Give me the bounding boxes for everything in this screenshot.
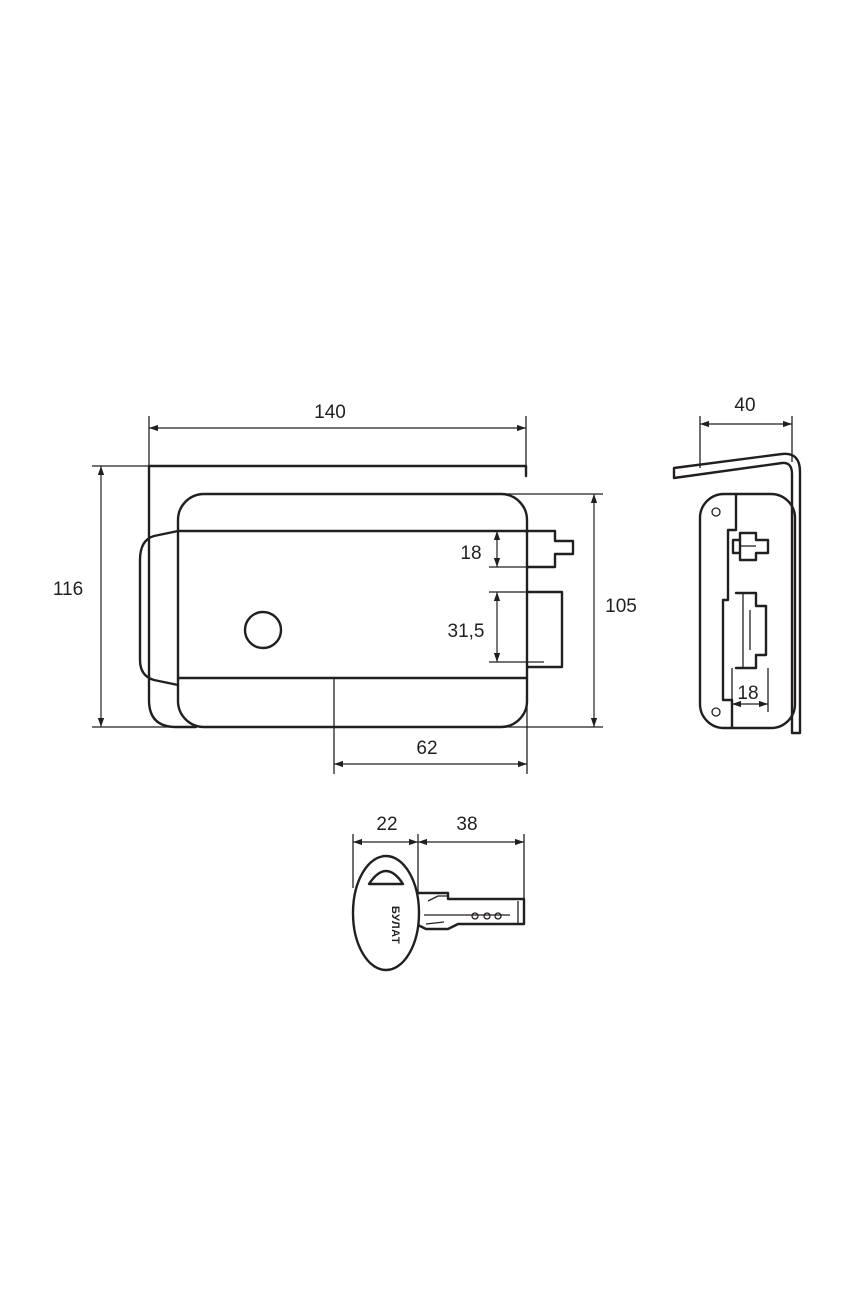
dim-body-height-label: 105 [605,596,637,617]
side-lower-latch [734,591,768,670]
key: БУЛАТ [351,854,526,972]
mount-hole-bottom [711,707,721,717]
back-plate [147,464,528,729]
side-dimensions: 40 18 [699,395,793,712]
key-brand-text: БУЛАТ [389,906,401,944]
side-upper-bolt [731,531,770,562]
left-cover [138,529,180,687]
lower-latch [525,590,564,669]
dim-height-label: 116 [53,579,83,600]
key-pin-2 [483,912,491,920]
dim-key-head-label: 22 [376,814,397,835]
front-dimensions: 140 116 105 18 31,5 62 [53,402,637,774]
key-dimensions: 22 38 [352,814,525,899]
dim-side-bolt-label: 18 [737,683,758,704]
dim-key-blade-label: 38 [456,814,477,835]
dim-width-label: 140 [314,402,346,423]
dim-depth-label: 40 [734,395,755,416]
lock-housing [176,492,529,729]
mount-hole-top [711,507,721,517]
key-blade [416,891,526,931]
key-pin-3 [494,912,502,920]
key-pin-1 [471,912,479,920]
key-head-hole [367,869,405,886]
dim-latch-label: 31,5 [448,621,485,642]
side-inner-wall [721,492,738,730]
dim-offset-label: 62 [416,738,437,759]
side-view [672,452,802,735]
keyhole [243,610,283,650]
upper-bolt [525,529,575,569]
dim-bolt-label: 18 [460,543,481,564]
side-mounting-plate [672,452,802,735]
side-body [698,492,797,730]
front-view [138,464,575,729]
key-head [351,854,421,972]
